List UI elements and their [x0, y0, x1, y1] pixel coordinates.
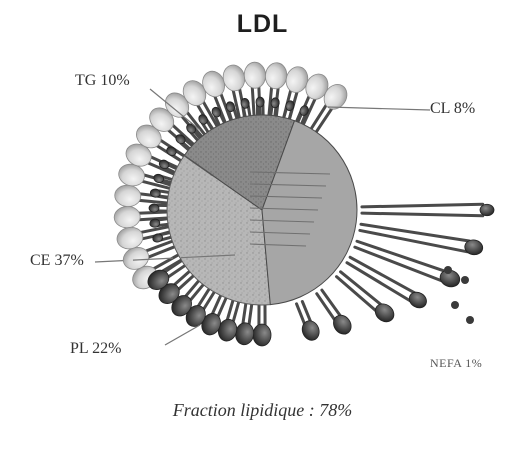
- nefa-particle: [461, 276, 469, 284]
- polar-head: [253, 324, 271, 346]
- cl-leader-line: [328, 107, 430, 110]
- fatty-acid-tail: [362, 204, 483, 207]
- polar-head: [406, 289, 429, 311]
- polar-head: [480, 204, 494, 215]
- tg-label: TG 10%: [75, 72, 130, 90]
- pl-label: PL 22%: [70, 340, 121, 358]
- lipid-core: [167, 115, 357, 305]
- polar-head: [244, 62, 267, 89]
- fatty-acid-tail: [337, 277, 378, 312]
- phospholipid-molecule: [347, 257, 429, 311]
- phospholipid-molecule: [362, 204, 494, 216]
- polar-head: [114, 206, 141, 229]
- polar-head: [149, 204, 159, 212]
- pl-leader-line: [165, 325, 200, 345]
- fatty-acid-tail: [362, 213, 483, 216]
- phospholipid-molecule: [297, 301, 323, 342]
- polar-head: [256, 97, 264, 107]
- nefa-particle: [444, 266, 452, 274]
- nefa-label: NEFA 1%: [430, 356, 482, 371]
- nefa-particle: [451, 301, 459, 309]
- lipid-fraction-caption: Fraction lipidique : 78%: [0, 400, 525, 421]
- fatty-acid-tail: [341, 272, 383, 306]
- polar-head: [372, 300, 398, 325]
- nefa-particle: [466, 316, 474, 324]
- ce-label: CE 37%: [30, 252, 84, 270]
- polar-head: [264, 62, 288, 90]
- polar-head: [165, 145, 178, 157]
- polar-head: [234, 322, 255, 346]
- phospholipid-molecule: [253, 305, 271, 346]
- cl-label: CL 8%: [430, 100, 475, 118]
- phospholipid-molecule: [317, 290, 355, 338]
- polar-head: [114, 184, 142, 208]
- phospholipid-molecule: [360, 224, 484, 256]
